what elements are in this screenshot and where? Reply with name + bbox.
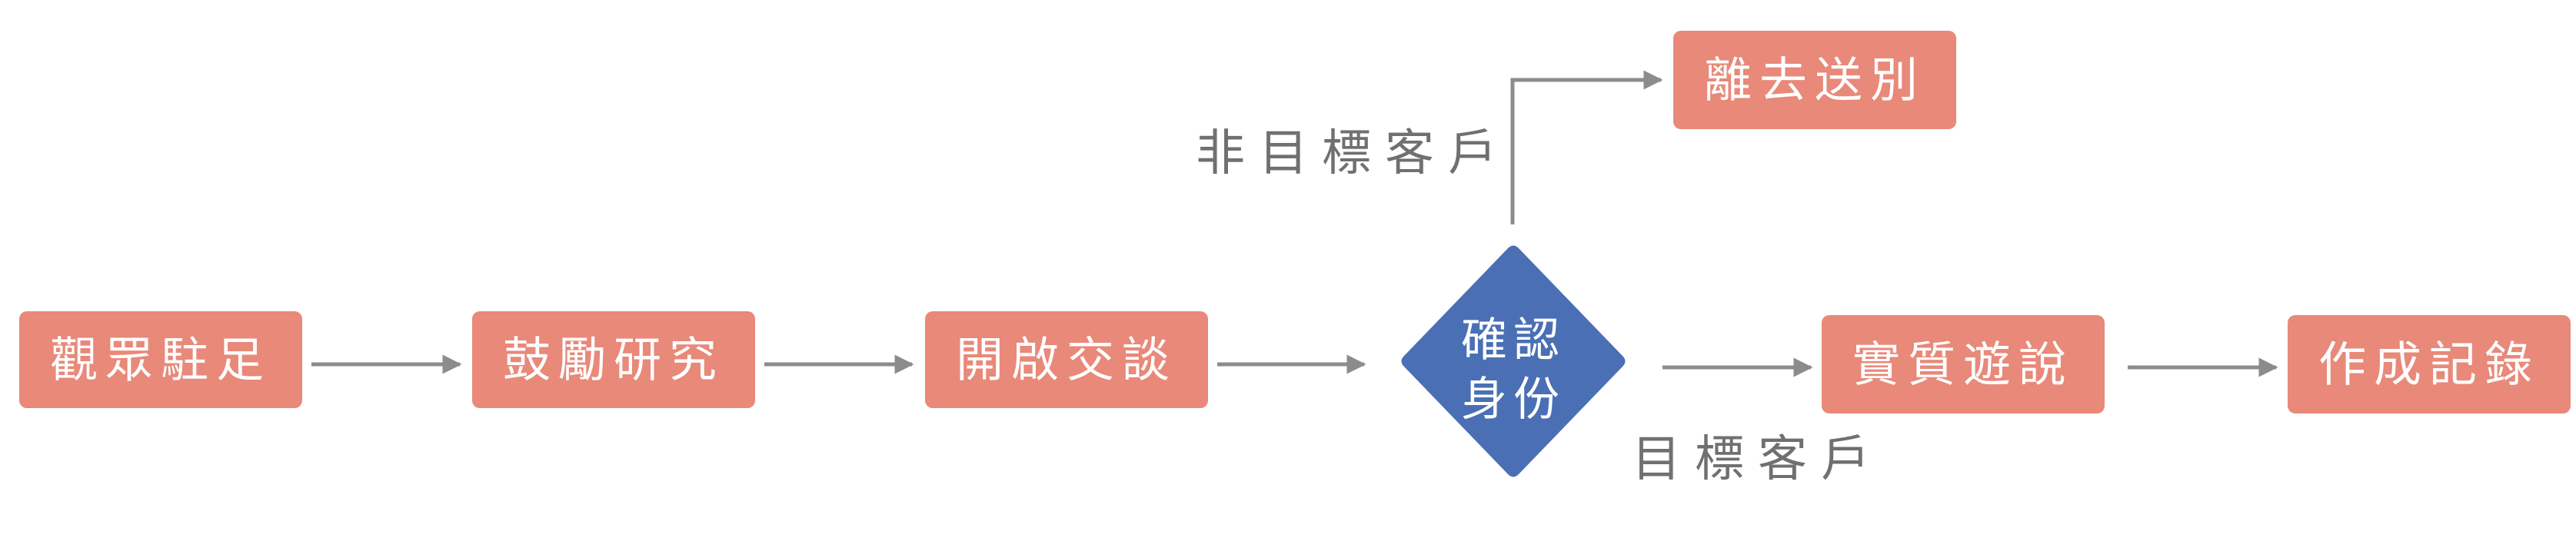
- decision-label-line1: 確認: [1461, 314, 1566, 367]
- step-leave-label: 離去送別: [1704, 52, 1925, 108]
- step-tour-label: 實質遊說: [1852, 337, 2074, 393]
- branch-label-target: 目標客戶: [1632, 431, 1884, 488]
- step-encourage-label: 鼓勵研究: [503, 332, 724, 388]
- decision-label-line2: 身份: [1461, 373, 1566, 427]
- step-observe: 觀眾駐足: [19, 311, 302, 408]
- step-encourage: 鼓勵研究: [472, 311, 755, 408]
- step-observe-label: 觀眾駐足: [50, 332, 271, 388]
- step-open-conversation: 開啟交談: [925, 311, 1208, 408]
- step-tour: 實質遊說: [1822, 315, 2105, 413]
- step-leave: 離去送別: [1673, 31, 1956, 129]
- step-record-label: 作成記錄: [2318, 337, 2540, 393]
- step-open-conversation-label: 開啟交談: [956, 332, 1177, 388]
- arrow-decision-to-leave: [1510, 70, 1663, 224]
- branch-label-non-target: 非目標客戶: [1196, 125, 1511, 182]
- step-record: 作成記錄: [2288, 315, 2571, 413]
- decision-diamond: 確認 身份: [1401, 245, 1626, 477]
